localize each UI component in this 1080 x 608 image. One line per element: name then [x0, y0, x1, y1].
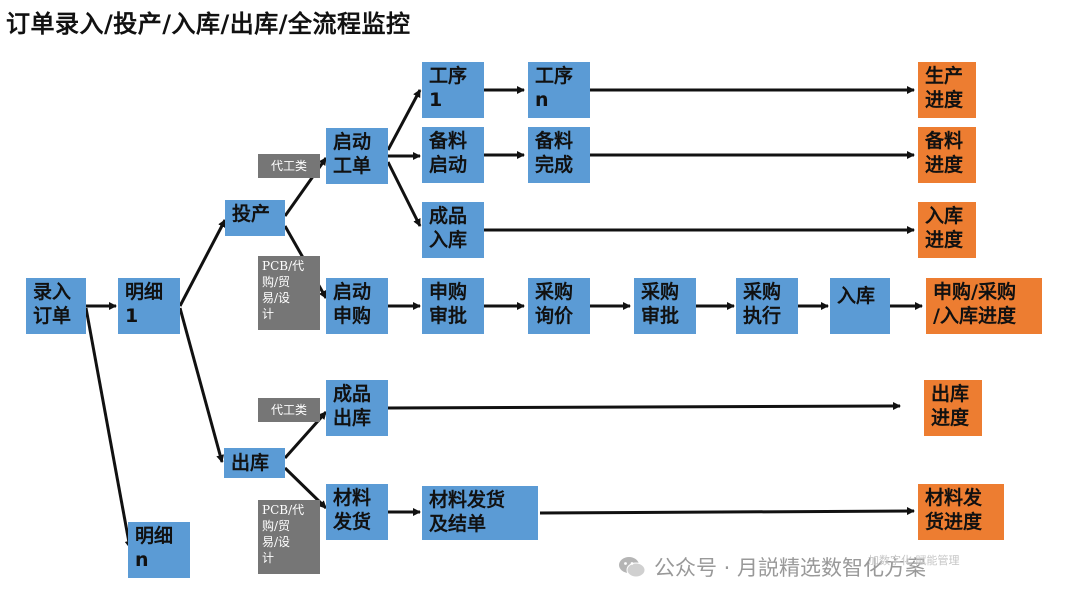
- arrow-detail1-to-production: [178, 219, 227, 307]
- wechat-icon: [619, 557, 646, 578]
- node-start-purchase: 启动 申购: [326, 278, 388, 334]
- node-purchase-execute: 采购 执行: [736, 278, 798, 334]
- arrow-detail1-to-outbound: [178, 307, 225, 463]
- arrow-workorder-to-finishedin: [386, 161, 422, 227]
- progress-material-ship: 材料发 货进度: [918, 484, 1004, 540]
- node-material-prep-done: 备料 完成: [528, 127, 590, 183]
- node-detail-1: 明细 1: [118, 278, 180, 334]
- arrow-finishedout-to-progress: [387, 402, 901, 411]
- node-production: 投产: [225, 200, 285, 236]
- tag-pcb-top: PCB/代 购/贸 易/设 计: [258, 256, 320, 330]
- progress-outbound: 出库 进度: [924, 380, 982, 436]
- progress-inbound: 入库 进度: [918, 202, 976, 258]
- node-material-prep-start: 备料 启动: [422, 127, 484, 183]
- watermark-text: 公众号 · 月説精选数智化方案: [654, 556, 927, 580]
- node-outbound: 出库: [224, 448, 285, 478]
- watermark-faint-text: 加数字化 赋能管理: [868, 554, 960, 567]
- node-purchase-review: 采购 审批: [634, 278, 696, 334]
- node-purchase-approve: 申购 审批: [422, 278, 484, 334]
- node-material-issue: 材料 发货: [326, 484, 388, 540]
- arrow-settle-to-progress: [539, 507, 915, 516]
- tag-oem-top: 代工类: [258, 154, 320, 178]
- progress-purchase: 申购/采购 /入库进度: [926, 278, 1042, 334]
- arrow-workorder-to-process1: [386, 89, 422, 151]
- arrow-order-to-detailn: [84, 307, 133, 549]
- progress-production: 生产 进度: [918, 62, 976, 118]
- progress-material-prep: 备料 进度: [918, 127, 976, 183]
- node-material-ship-settle: 材料发货 及结单: [422, 486, 538, 540]
- node-purchase-inquiry: 采购 询价: [528, 278, 590, 334]
- node-finished-inbound: 成品 入库: [422, 202, 484, 258]
- tag-oem-bottom: 代工类: [258, 398, 320, 422]
- node-process-n: 工序 n: [528, 62, 590, 118]
- node-order-entry: 录入 订单: [26, 278, 86, 334]
- tag-pcb-bottom: PCB/代 购/贸 易/设 计: [258, 500, 320, 574]
- node-inbound: 入库: [830, 278, 890, 334]
- node-detail-n: 明细 n: [128, 522, 190, 578]
- node-start-work-order: 启动 工单: [326, 128, 388, 184]
- node-process-1: 工序 1: [422, 62, 484, 118]
- page-title: 订单录入/投产/入库/出库/全流程监控: [6, 10, 411, 38]
- watermark: 公众号 · 月説精选数智化方案: [618, 552, 926, 582]
- node-finished-outbound: 成品 出库: [326, 380, 388, 436]
